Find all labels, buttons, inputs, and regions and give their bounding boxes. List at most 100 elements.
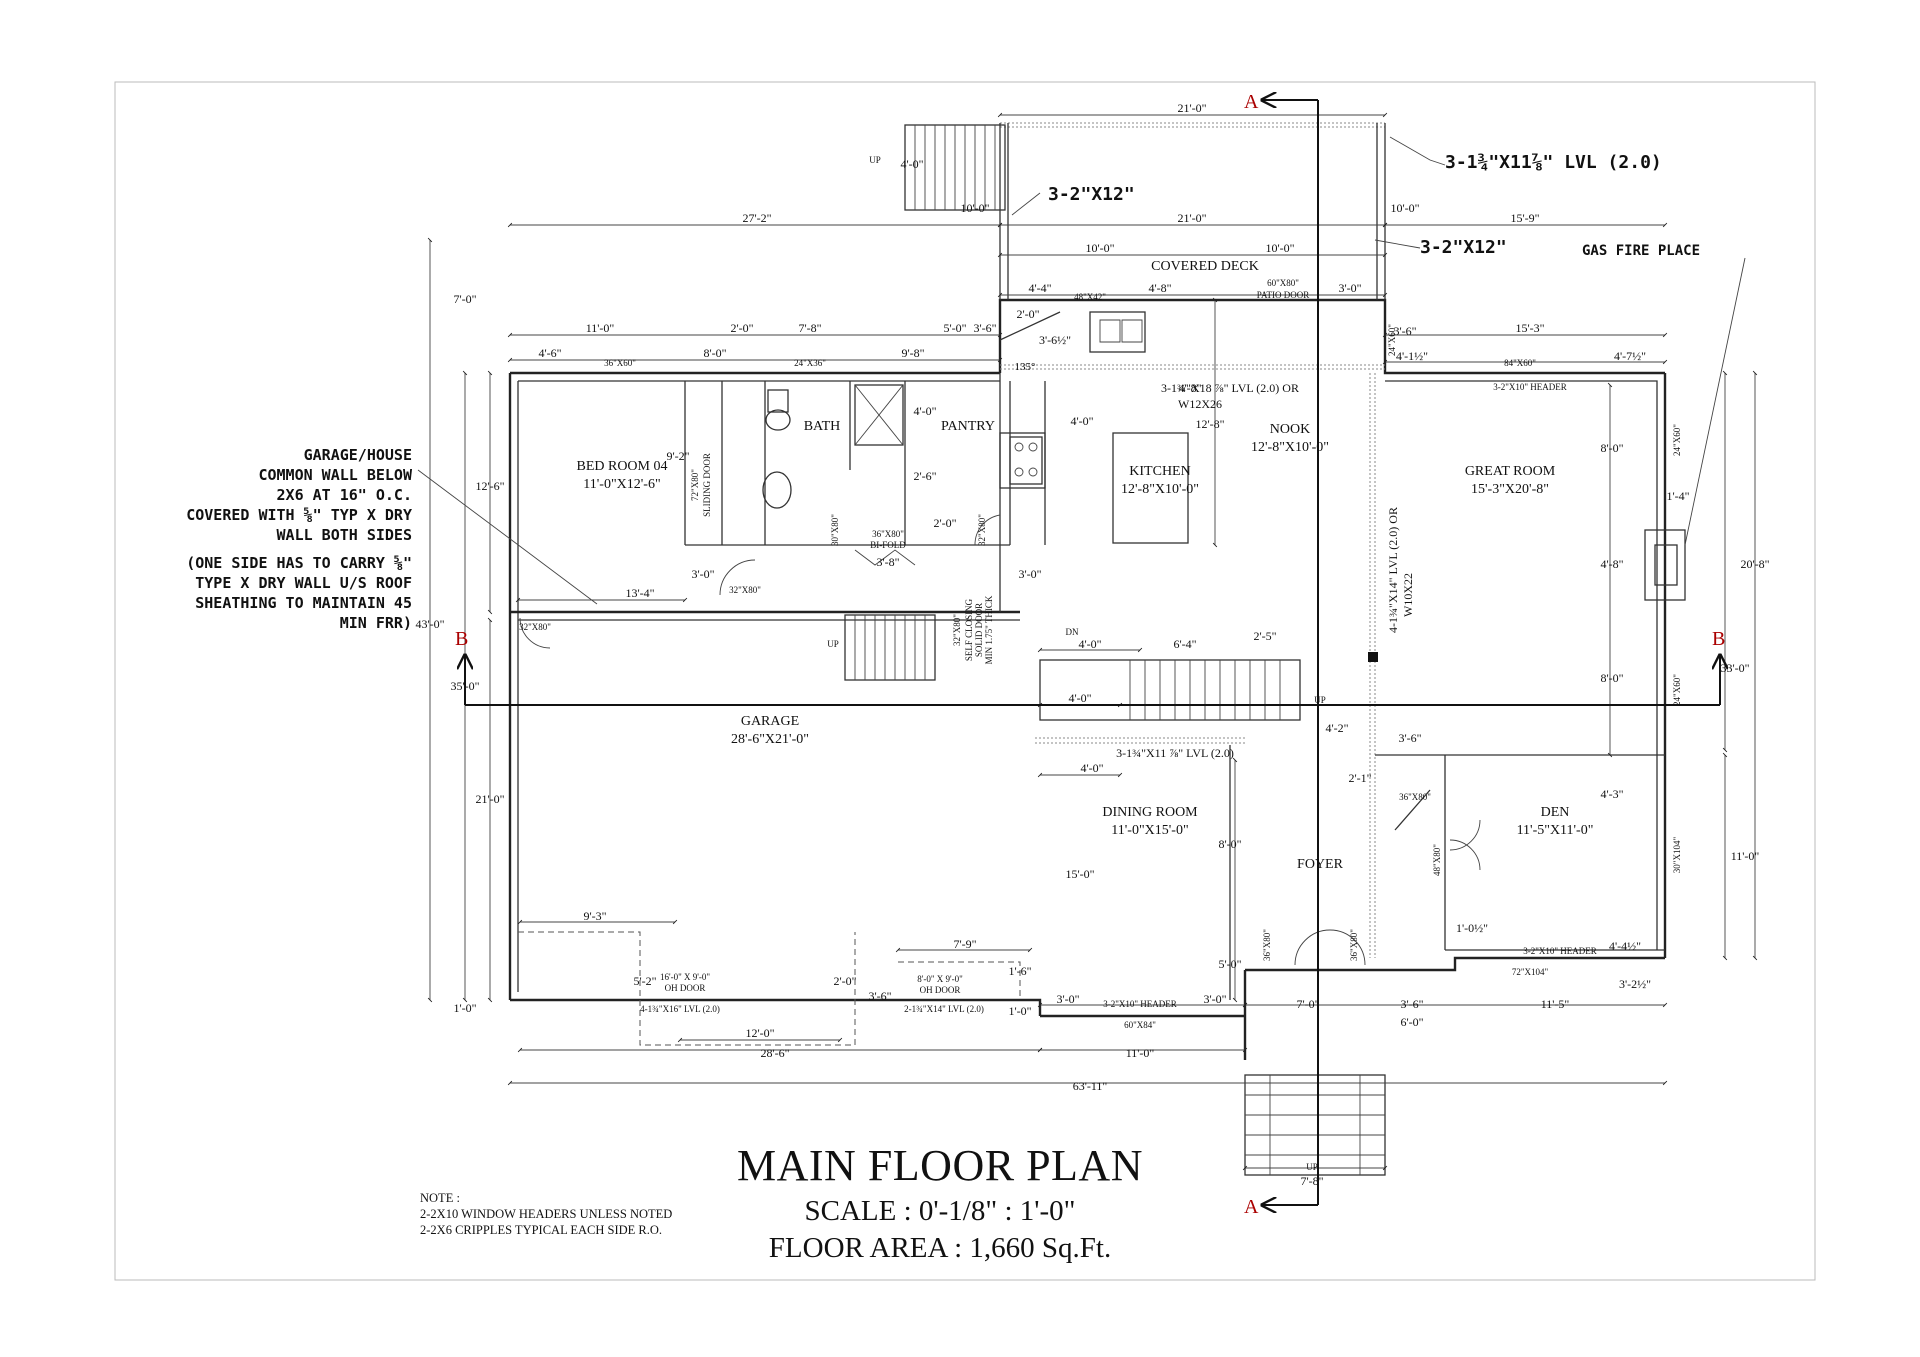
label-bifold: BI-FOLD xyxy=(870,540,906,550)
room-garage: GARAGE xyxy=(741,714,799,729)
label-bifold: 36"X80" xyxy=(872,529,904,539)
label-header: 3-2"X10" HEADER xyxy=(1103,999,1177,1009)
dimension-label: 2'-5" xyxy=(1253,629,1276,643)
label-window: 72"X104" xyxy=(1512,967,1549,977)
room-kitchen: KITCHEN xyxy=(1129,464,1190,479)
room-foyer: FOYER xyxy=(1297,857,1344,872)
dimension-label: 20'-8" xyxy=(1740,557,1769,571)
label-self-closing: SOLID DOOR xyxy=(974,603,984,657)
dimension-label: 28'-6" xyxy=(760,1046,789,1060)
title-block: MAIN FLOOR PLAN SCALE : 0'-1/8" : 1'-0" … xyxy=(700,1140,1180,1265)
label-up: UP xyxy=(869,155,881,165)
dimension-label: 4'-2" xyxy=(1325,721,1348,735)
label-window: 24"X36" xyxy=(794,358,826,368)
walls xyxy=(508,122,1686,1176)
garage-wall-line: SHEATHING TO MAINTAIN 45 xyxy=(195,594,412,612)
dimension-label: 1'-4" xyxy=(1666,489,1689,503)
dimension-label: 4'-4½" xyxy=(1609,939,1641,953)
dimension-label: 10'-0" xyxy=(1265,241,1294,255)
dimension-label: 7'-8" xyxy=(798,321,821,335)
floor-area: FLOOR AREA : 1,660 Sq.Ft. xyxy=(768,1232,1112,1264)
dimension-label: 3'-2½" xyxy=(1619,977,1651,991)
label-window: 30"X104" xyxy=(1672,837,1682,874)
callout-beam-right: 3-2"X12" xyxy=(1420,237,1507,258)
label-door: 48"X80" xyxy=(1432,844,1442,876)
dimension-label: 15'-3" xyxy=(1515,321,1544,335)
label-patio-door: 60"X80" xyxy=(1267,278,1299,288)
label-door: 32"X80" xyxy=(519,622,551,632)
callout-lvl-top: 3-1¾"X11⅞" LVL (2.0) xyxy=(1445,152,1662,173)
dimension-label: 4'-0" xyxy=(1070,414,1093,428)
room-covered-deck: COVERED DECK xyxy=(1151,259,1259,274)
label-oh-door: OH DOOR xyxy=(665,983,706,993)
room-dining: DINING ROOM xyxy=(1102,805,1198,820)
label-window: 24"X60" xyxy=(1672,424,1682,456)
room-great-room: GREAT ROOM xyxy=(1465,464,1556,479)
leader-lines xyxy=(417,136,1746,605)
garage-wall-line: GARAGE/HOUSE xyxy=(304,446,412,464)
dimension-label: 8'-0" xyxy=(1600,671,1623,685)
label-angle: 135° xyxy=(1015,361,1036,373)
dimension-label: 3'-6" xyxy=(973,321,996,335)
room-great-room-size: 15'-3"X20'-8" xyxy=(1471,482,1549,497)
label-self-closing: MIN 1.75" THICK xyxy=(984,595,994,664)
dimension-label: 4'-0" xyxy=(913,404,936,418)
room-den-size: 11'-5"X11'-0" xyxy=(1517,823,1594,838)
dimension-label: 4'-6" xyxy=(538,346,561,360)
label-door: 30"X80" xyxy=(830,514,840,546)
dimension-label: 13'-4" xyxy=(625,586,654,600)
label-patio-door: PATIO DOOR xyxy=(1257,290,1309,300)
label-up: UP xyxy=(1314,695,1326,705)
label-window: 84"X60" xyxy=(1504,358,1536,368)
label-door: 36"X80" xyxy=(1399,792,1431,802)
drawing-scale: SCALE : 0'-1/8" : 1'-0" xyxy=(804,1195,1076,1227)
label-oh-door: OH DOOR xyxy=(920,985,961,995)
garage-wall-line: COVERED WITH ⅝" TYP X DRY xyxy=(186,506,412,524)
room-labels: COVERED DECK BED ROOM 04 11'-0"X12'-6" B… xyxy=(576,259,1593,872)
dimension-label: 27'-2" xyxy=(742,211,771,225)
dimension-label: 4'-8" xyxy=(1178,381,1201,395)
dimension-label: 2'-0" xyxy=(1016,307,1039,321)
dimension-label: 9'-8" xyxy=(901,346,924,360)
dimension-label: 4'-0" xyxy=(1068,691,1091,705)
notes-line: 2-2X10 WINDOW HEADERS UNLESS NOTED xyxy=(420,1207,673,1221)
dimension-label: 2'-0" xyxy=(730,321,753,335)
dimension-label: 8'-0" xyxy=(703,346,726,360)
dimension-label: 4'-0" xyxy=(1078,637,1101,651)
dimension-label: 9'-3" xyxy=(583,909,606,923)
annotation-labels: UP UP UP UP DN 60"X80" PATIO DOOR 72"X80… xyxy=(519,155,1682,1172)
callout-beam-left: 3-2"X12" xyxy=(1048,184,1135,205)
dimension-label: 21'-0" xyxy=(1177,211,1206,225)
room-den: DEN xyxy=(1541,805,1570,820)
section-marker-a-top: A xyxy=(1244,91,1259,113)
garage-wall-line: WALL BOTH SIDES xyxy=(277,526,412,544)
section-lines xyxy=(465,100,1720,1205)
label-header: 3-2"X10" HEADER xyxy=(1523,946,1597,956)
label-header: 3-2"X10" HEADER xyxy=(1493,382,1567,392)
room-kitchen-size: 12'-8"X10'-0" xyxy=(1121,482,1199,497)
notes-heading: NOTE : xyxy=(420,1191,460,1205)
dimension-label: 1'-6" xyxy=(1008,964,1031,978)
label-up: UP xyxy=(827,639,839,649)
dimension-label: 15'-0" xyxy=(1065,867,1094,881)
dimension-label: 3'-0" xyxy=(1338,281,1361,295)
fixtures xyxy=(762,319,1143,509)
garage-wall-line: TYPE X DRY WALL U/S ROOF xyxy=(195,574,412,592)
dimension-label: 4'-0" xyxy=(900,157,923,171)
label-window: 36"X60" xyxy=(604,358,636,368)
dimension-label: 10'-0" xyxy=(1085,241,1114,255)
dimension-label: 10'-0" xyxy=(1390,201,1419,215)
dimension-label: 4'-0" xyxy=(1080,761,1103,775)
drawing-title: MAIN FLOOR PLAN xyxy=(737,1141,1143,1190)
dimension-label: 3'-0" xyxy=(1056,992,1079,1006)
callout-fireplace: GAS FIRE PLACE xyxy=(1582,243,1700,259)
dimension-label: 8'-0" xyxy=(1600,441,1623,455)
label-dn: DN xyxy=(1066,627,1079,637)
label-oh-door: 8'-0" X 9'-0" xyxy=(917,974,963,984)
label-door: 36"X80" xyxy=(1262,929,1272,961)
label-self-closing: 32"X80" xyxy=(952,614,962,646)
dimension-label: 4'-8" xyxy=(1148,281,1171,295)
room-bath: BATH xyxy=(804,419,841,434)
dimension-label: 12'-0" xyxy=(745,1026,774,1040)
